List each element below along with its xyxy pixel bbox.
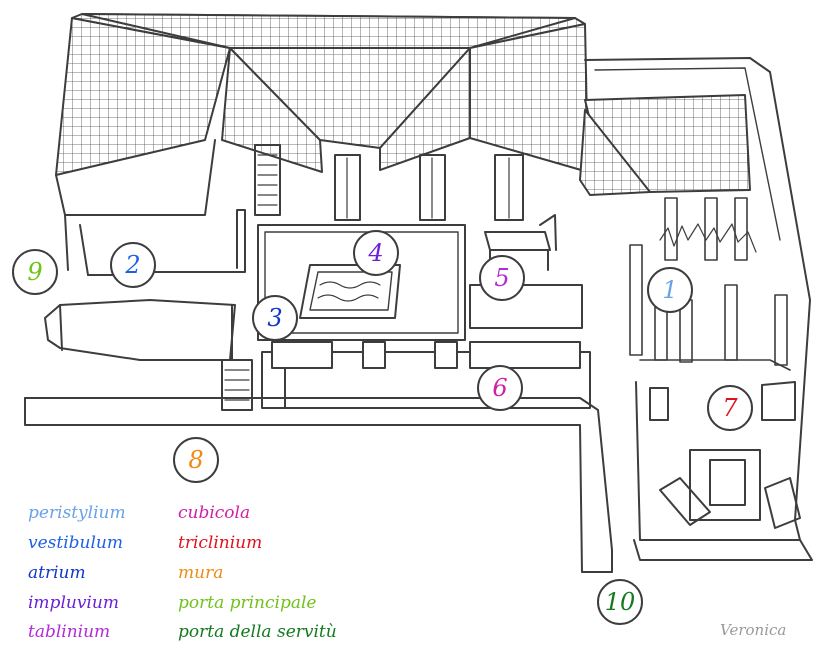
legend-triclinium: triclinium (178, 533, 263, 553)
legend-porta-della-servitu: porta della servitù (178, 622, 337, 642)
marker-8-circle (173, 437, 219, 483)
marker-4-label: 4 (367, 239, 383, 267)
marker-10-circle (597, 579, 643, 625)
legend-vestibulum: vestibulum (28, 533, 123, 553)
marker-5-label: 5 (494, 264, 509, 292)
marker-9: 9 (12, 249, 58, 295)
door-right (494, 154, 524, 221)
legend-tablinium: tablinium (28, 622, 111, 642)
roof-center-left (221, 47, 471, 173)
marker-7: 7 (707, 385, 753, 431)
marker-1: 1 (647, 267, 693, 313)
marker-10-label: 10 (605, 588, 636, 616)
marker-2-label: 2 (124, 251, 140, 279)
marker-3-label: 3 (267, 304, 282, 332)
marker-3-circle (252, 295, 298, 341)
marker-1-label: 1 (662, 276, 677, 304)
door-center (419, 154, 446, 221)
right-enclosure-wall (584, 57, 811, 541)
legend-impluvium: impluvium (28, 593, 119, 613)
left-wing-wall (55, 139, 216, 216)
author-credit: Veronica (720, 621, 787, 639)
triclinium-couches (649, 381, 801, 529)
marker-7-label: 7 (722, 394, 738, 422)
legend-atrium: atrium (28, 563, 86, 583)
marker-4: 4 (353, 230, 399, 276)
marker-5-circle (479, 255, 525, 301)
legend-mura: mura (178, 563, 224, 583)
marker-9-circle (12, 249, 58, 295)
marker-10: 10 (597, 579, 643, 625)
marker-8: 8 (173, 437, 219, 483)
marker-1-circle (647, 267, 693, 313)
stair-left (254, 144, 281, 216)
marker-7-circle (707, 385, 753, 431)
stair-lower (221, 359, 253, 411)
door-left (334, 154, 361, 221)
outer-wall (24, 397, 613, 573)
marker-2-circle (110, 242, 156, 288)
marker-6-circle (477, 365, 523, 411)
roof-peristyle (579, 94, 751, 196)
marker-3: 3 (252, 295, 298, 341)
legend-porta-principale: porta principale (178, 593, 317, 613)
marker-4-circle (353, 230, 399, 276)
marker-2: 2 (110, 242, 156, 288)
legend-peristylium: peristylium (28, 503, 126, 523)
roof-center-right (379, 23, 589, 173)
marker-5: 5 (479, 255, 525, 301)
marker-6: 6 (477, 365, 523, 411)
atrium-wall (257, 224, 466, 341)
marker-8-label: 8 (188, 446, 203, 474)
legend-cubicola: cubicola (178, 503, 251, 523)
tablinum-wall (469, 284, 583, 329)
left-room-bench (44, 299, 236, 361)
roof-top (71, 13, 586, 49)
marker-6-label: 6 (492, 374, 507, 402)
marker-9-label: 9 (27, 258, 42, 286)
